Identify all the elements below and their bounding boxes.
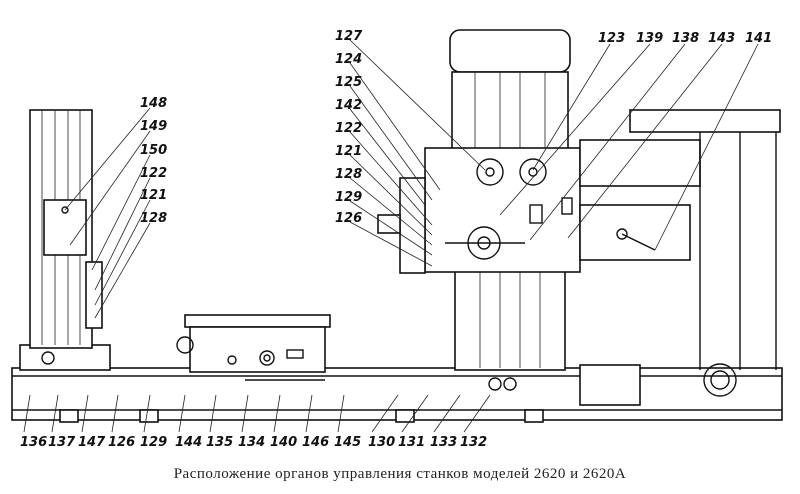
callout-121b: 121	[140, 188, 167, 203]
leader-line	[371, 394, 399, 433]
callout-135: 135	[206, 435, 233, 450]
callout-124: 124	[335, 52, 362, 67]
callout-140: 140	[270, 435, 297, 450]
front-column	[377, 29, 781, 406]
callout-126: 126	[108, 435, 135, 450]
labels-headstock-left: 127 124 125 142 122 121 128 129 126	[335, 29, 363, 226]
callout-149: 149	[140, 119, 167, 134]
callout-133: 133	[430, 435, 457, 450]
callout-144: 144	[175, 435, 202, 450]
leader-line	[23, 394, 31, 433]
leader-line	[209, 394, 217, 433]
callout-125: 125	[335, 75, 362, 90]
leader-line	[241, 394, 249, 433]
callout-138: 138	[672, 31, 699, 46]
leader-line	[401, 394, 429, 433]
callout-142: 142	[335, 98, 362, 113]
callout-122b: 122	[140, 166, 167, 181]
callout-127: 127	[335, 29, 363, 44]
leader-line	[111, 394, 119, 433]
leader-line	[178, 394, 186, 433]
leader-line	[463, 394, 491, 433]
callout-150: 150	[140, 143, 167, 158]
worktable	[176, 314, 331, 381]
callout-123: 123	[598, 31, 625, 46]
callout-129: 129	[335, 190, 362, 205]
callout-131: 131	[398, 435, 425, 450]
callout-134: 134	[238, 435, 265, 450]
figure-caption: Расположение органов управления станков …	[173, 466, 627, 482]
leader-line	[51, 394, 59, 433]
callout-141: 141	[745, 31, 772, 46]
leader-line	[273, 394, 281, 433]
callout-126: 126	[335, 211, 362, 226]
callout-130: 130	[368, 435, 395, 450]
rear-column	[19, 109, 111, 371]
labels-top-right: 123 139 138 143 141	[598, 31, 772, 46]
callout-145: 145	[334, 435, 361, 450]
callout-139: 139	[636, 31, 663, 46]
machine-bed	[11, 367, 783, 423]
callout-136: 136	[20, 435, 47, 450]
callout-137: 137	[48, 435, 76, 450]
leader-line	[433, 394, 461, 433]
callout-121: 121	[335, 144, 362, 159]
leader-line	[81, 394, 89, 433]
callout-128b: 128	[140, 211, 167, 226]
labels-column-left: 148 149 150 122 121 128	[140, 96, 167, 226]
callout-147: 147	[78, 435, 106, 450]
callout-143: 143	[708, 31, 735, 46]
leader-line	[143, 394, 151, 433]
leader-line	[337, 394, 345, 433]
callout-146: 146	[302, 435, 329, 450]
callout-148: 148	[140, 96, 167, 111]
callout-132: 132	[460, 435, 487, 450]
callout-129: 129	[140, 435, 167, 450]
callout-122: 122	[335, 121, 362, 136]
callout-128: 128	[335, 167, 362, 182]
leader-lines	[64, 39, 759, 319]
leader-line	[305, 394, 313, 433]
